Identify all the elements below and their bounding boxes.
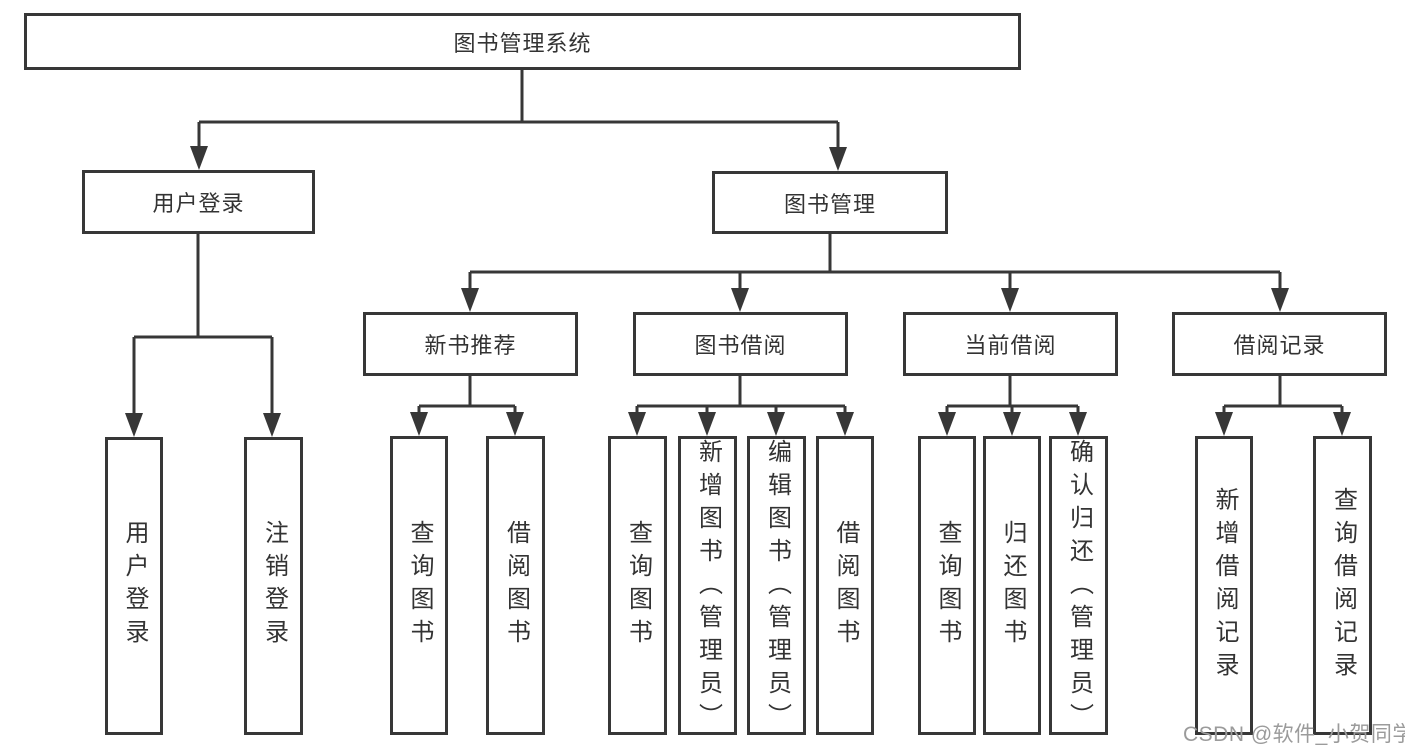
leaf-add-book-admin: 新增图书（管理员） <box>678 436 737 736</box>
leaf-query-borrow-record: 查询借阅记录 <box>1313 436 1372 735</box>
arrow-down-icon <box>836 412 854 436</box>
arrow-down-icon <box>190 146 208 170</box>
connector-borrow-records <box>1222 376 1344 418</box>
leaf-query-books-current: 查询图书 <box>918 436 976 735</box>
arrow-down-icon <box>506 412 524 436</box>
arrow-down-icon <box>125 413 143 437</box>
node-user-login: 用户登录 <box>82 170 315 234</box>
arrow-down-icon <box>1003 412 1021 436</box>
node-borrowing-records: 借阅记录 <box>1172 312 1387 376</box>
connector-root <box>197 70 840 153</box>
arrow-down-icon <box>628 412 646 436</box>
leaf-return-books: 归还图书 <box>983 436 1041 735</box>
leaf-borrow-books-rec: 借阅图书 <box>486 436 545 735</box>
leaf-add-borrow-record: 新增借阅记录 <box>1195 436 1253 735</box>
arrow-down-icon <box>829 147 847 171</box>
csdn-watermark: CSDN @软件_小贺同学 <box>1183 723 1405 746</box>
leaf-confirm-return-admin: 确认归还（管理员） <box>1049 436 1108 736</box>
leaf-logout: 注销登录 <box>244 437 303 735</box>
connector-book-mgmt <box>468 234 1282 294</box>
arrow-down-icon <box>1333 412 1351 436</box>
leaf-user-login: 用户登录 <box>105 437 163 735</box>
leaf-query-books-rec: 查询图书 <box>390 436 448 735</box>
arrow-down-icon <box>1069 412 1087 436</box>
arrow-down-icon <box>461 288 479 312</box>
arrow-down-icon <box>767 412 785 436</box>
connector-lines <box>132 70 1344 419</box>
arrow-down-icon <box>698 412 716 436</box>
leaf-query-books-borrow: 查询图书 <box>608 436 667 735</box>
connector-book-borrow <box>635 376 847 418</box>
node-book-borrowing: 图书借阅 <box>633 312 848 376</box>
node-root-library-system: 图书管理系统 <box>24 13 1021 70</box>
arrow-down-icon <box>1001 288 1019 312</box>
arrowheads <box>125 146 1351 437</box>
node-book-management: 图书管理 <box>712 171 948 234</box>
arrow-down-icon <box>1215 412 1233 436</box>
connector-user-login <box>132 234 274 419</box>
leaf-edit-book-admin: 编辑图书（管理员） <box>747 436 806 736</box>
arrow-down-icon <box>938 412 956 436</box>
node-current-borrowing: 当前借阅 <box>903 312 1118 376</box>
arrow-down-icon <box>263 413 281 437</box>
arrow-down-icon <box>731 288 749 312</box>
leaf-borrow-books: 借阅图书 <box>816 436 874 735</box>
connector-new-rec <box>417 376 517 418</box>
connector-current-borrow <box>945 376 1080 418</box>
arrow-down-icon <box>410 412 428 436</box>
arrow-down-icon <box>1271 288 1289 312</box>
node-new-book-recommendation: 新书推荐 <box>363 312 578 376</box>
